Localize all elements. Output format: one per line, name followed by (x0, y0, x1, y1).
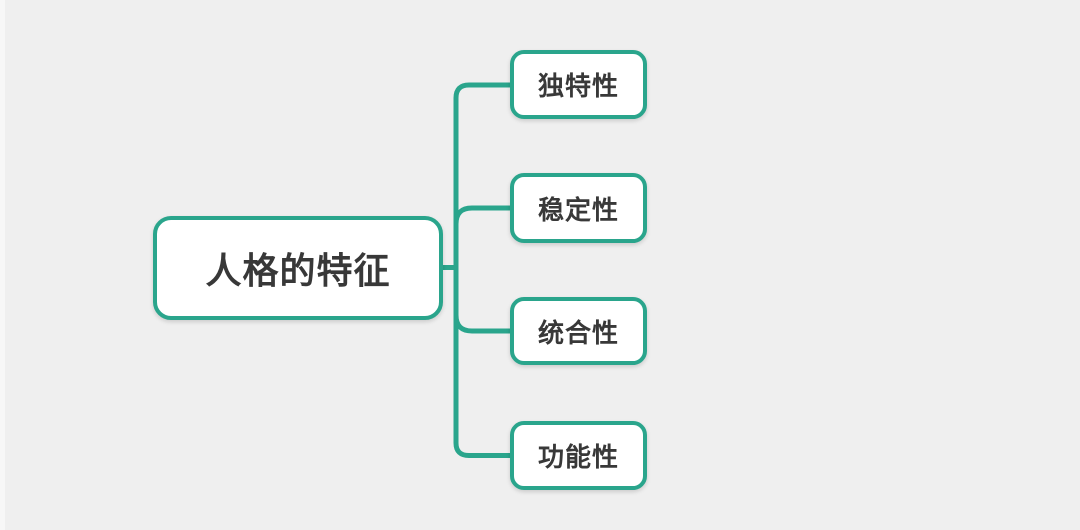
subtopic-label: 独特性 (537, 71, 619, 101)
subtopic-label: 统合性 (537, 317, 619, 348)
subtopic-node-uniqueness[interactable]: 独特性 (510, 50, 647, 119)
left-edge-strip (0, 0, 5, 530)
subtopic-node-functionality[interactable]: 功能性 (510, 421, 647, 490)
subtopic-label: 稳定性 (537, 194, 619, 225)
root-topic-label: 人格的特征 (205, 250, 391, 291)
root-topic-node[interactable]: 人格的特征 (153, 216, 443, 320)
subtopic-label: 功能性 (537, 442, 619, 472)
subtopic-node-stability[interactable]: 稳定性 (510, 173, 647, 243)
subtopic-node-integration[interactable]: 统合性 (510, 297, 647, 365)
